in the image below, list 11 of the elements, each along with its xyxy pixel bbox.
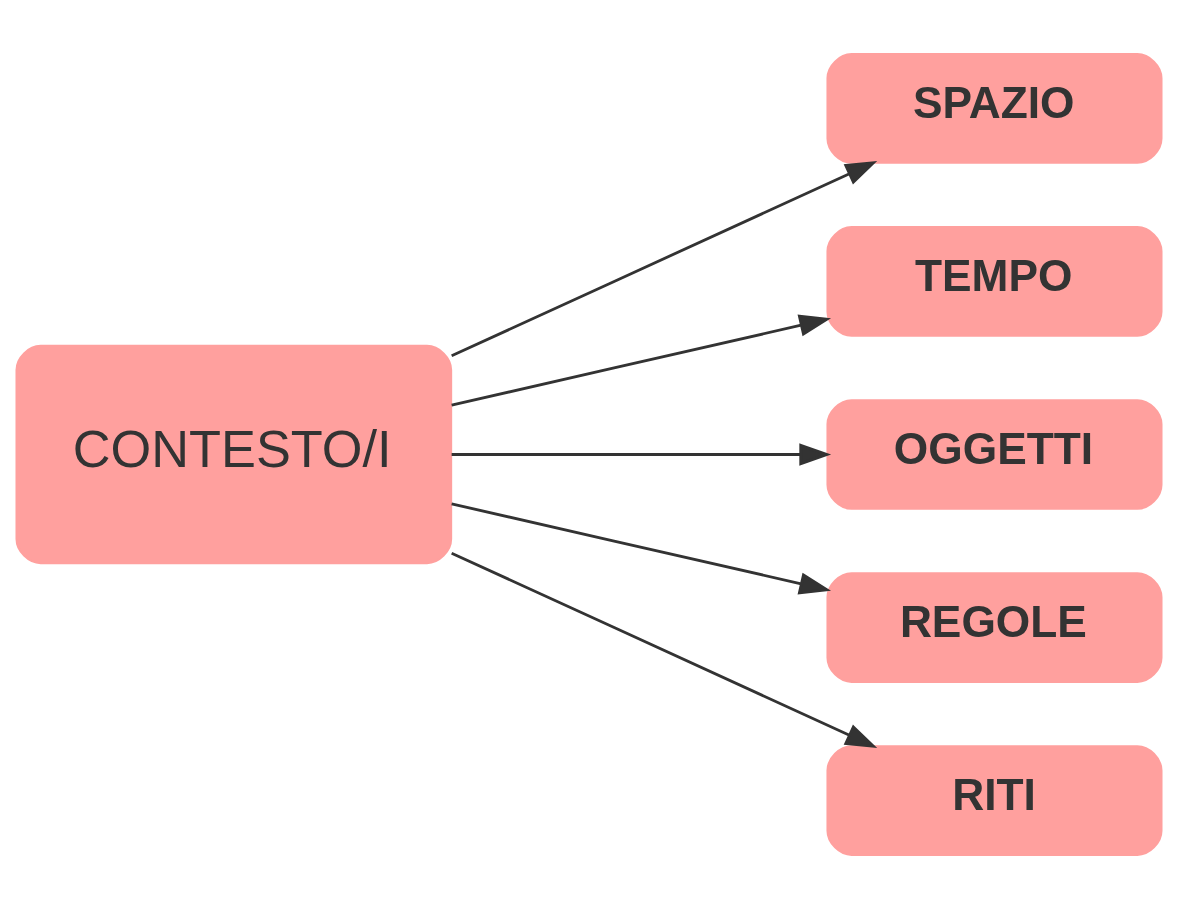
node-box: REGOLE: [826, 572, 1163, 683]
arrow: [451, 314, 832, 407]
arrow: [451, 443, 832, 466]
arrow: [451, 502, 832, 595]
node-box: CONTESTO/I: [15, 344, 453, 565]
arrow: [451, 161, 878, 358]
node-box: OGGETTI: [826, 399, 1163, 510]
node-box: RITI: [826, 745, 1163, 856]
node-box: SPAZIO: [826, 53, 1163, 164]
node-box: TEMPO: [826, 226, 1163, 337]
arrow: [451, 551, 878, 748]
